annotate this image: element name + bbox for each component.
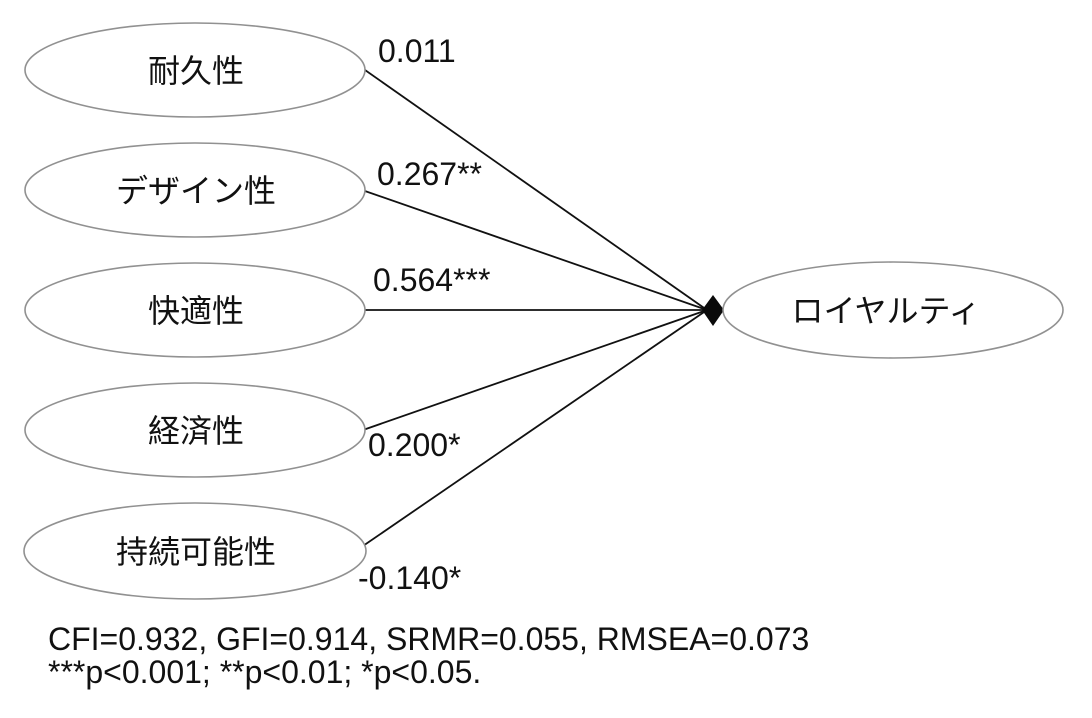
- node-loyalty-ellipse: [722, 261, 1064, 359]
- node-durability-ellipse: [24, 22, 366, 118]
- node-durability: 耐久性: [24, 22, 366, 118]
- coef-durability: 0.011: [378, 33, 456, 69]
- path-economy-to-loyalty: [362, 309, 708, 431]
- coef-sustainability: -0.140*: [358, 560, 461, 596]
- node-design-label: デザイン性: [116, 173, 276, 209]
- coef-design: 0.267**: [377, 156, 482, 192]
- node-loyalty-label: ロイヤルティ: [791, 293, 980, 329]
- node-economy-label: 経済性: [148, 413, 244, 449]
- path-durability-to-loyalty: [364, 69, 708, 311]
- node-comfort-ellipse: [24, 262, 366, 358]
- node-sustainability-ellipse: [23, 502, 367, 600]
- significance-note-text: ***p<0.001; **p<0.01; *p<0.05.: [48, 654, 481, 690]
- coef-economy: 0.200*: [368, 427, 461, 463]
- node-durability-label: 耐久性: [148, 53, 244, 89]
- node-economy: 経済性: [24, 382, 366, 478]
- node-loyalty: ロイヤルティ: [722, 261, 1064, 359]
- coef-comfort: 0.564***: [373, 262, 490, 298]
- node-comfort-label: 快適性: [148, 293, 244, 329]
- node-comfort: 快適性: [24, 262, 366, 358]
- node-design: デザイン性: [24, 142, 366, 238]
- node-sustainability-label: 持続可能性: [116, 534, 276, 570]
- arrowhead-diamond-icon: [702, 295, 724, 326]
- node-design-ellipse: [24, 142, 366, 238]
- path-design-to-loyalty: [361, 189, 708, 311]
- fit-statistics-text: CFI=0.932, GFI=0.914, SRMR=0.055, RMSEA=…: [48, 621, 809, 657]
- path-sustainability-to-loyalty: [359, 309, 708, 549]
- node-economy-ellipse: [24, 382, 366, 478]
- node-sustainability: 持続可能性: [23, 502, 367, 600]
